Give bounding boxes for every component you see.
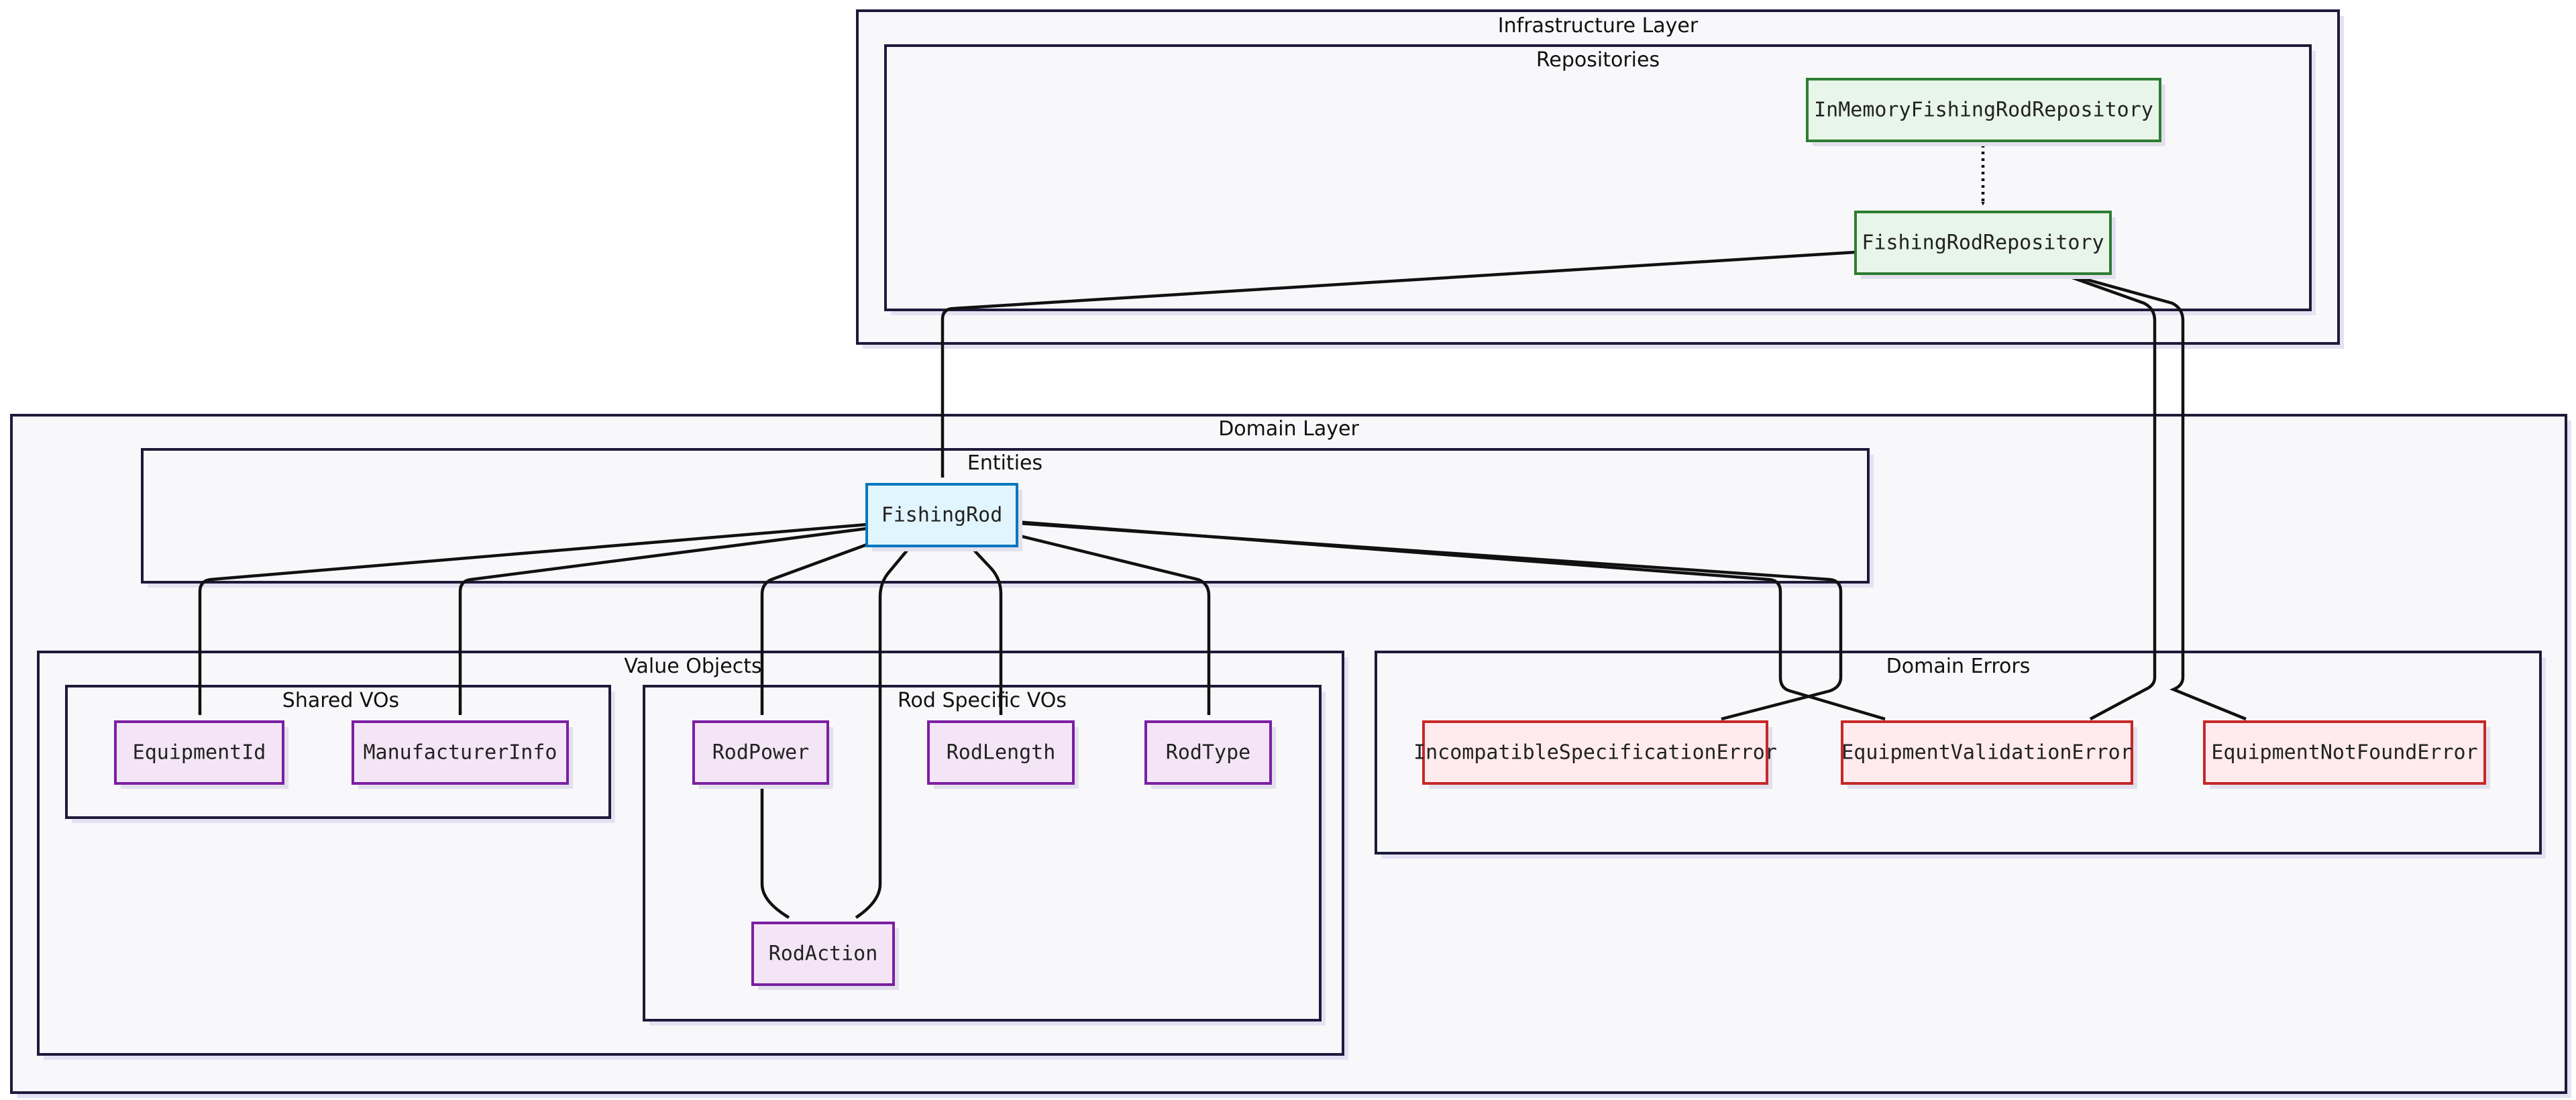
edge-repository-to-validation-error bbox=[2064, 273, 2157, 720]
cluster-label-domain: Domain Layer bbox=[1218, 417, 1359, 441]
node-equipment-validation-error[interactable]: EquipmentValidationError bbox=[1841, 720, 2137, 789]
cluster-label-infrastructure: Infrastructure Layer bbox=[1498, 14, 1699, 38]
edge-fishingrod-to-rodtype bbox=[1016, 533, 1211, 716]
node-label: RodAction bbox=[769, 942, 878, 966]
node-box-value-object bbox=[352, 720, 569, 785]
edge-fishingrod-to-rodaction bbox=[855, 546, 911, 919]
node-rod-action[interactable]: RodAction bbox=[751, 922, 899, 990]
node-rod-length[interactable]: RodLength bbox=[927, 720, 1079, 789]
node-box-value-object bbox=[927, 720, 1075, 785]
node-incompatible-specification-error[interactable]: IncompatibleSpecificationError bbox=[1413, 720, 1777, 789]
cluster-label-repositories: Repositories bbox=[1536, 48, 1660, 72]
node-label: EquipmentId bbox=[133, 741, 266, 765]
edge-fishingrod-to-rodlength bbox=[970, 546, 1003, 716]
node-label: RodPower bbox=[712, 741, 810, 765]
edge-repository-to-fishingrod bbox=[941, 250, 1856, 478]
node-equipment-not-found-error[interactable]: EquipmentNotFoundError bbox=[2203, 720, 2490, 789]
node-fishing-rod[interactable]: FishingRod bbox=[865, 483, 1022, 551]
node-label: RodLength bbox=[947, 741, 1056, 765]
edge-fishingrod-to-incompatible-error bbox=[1016, 521, 1843, 721]
node-box-value-object bbox=[692, 720, 829, 785]
cluster-label-value-objects: Value Objects bbox=[624, 655, 761, 678]
cluster-label-domain-errors: Domain Errors bbox=[1886, 655, 2031, 678]
cluster-label-shared-vos: Shared VOs bbox=[282, 689, 399, 712]
nodes: InMemoryFishingRodRepository FishingRodR… bbox=[114, 78, 2490, 990]
node-box-error bbox=[2203, 720, 2486, 785]
edge-repository-to-notfound-error bbox=[2070, 273, 2247, 721]
node-box-repository bbox=[1854, 211, 2112, 275]
node-label: FishingRod bbox=[881, 504, 1003, 527]
cluster-label-entities: Entities bbox=[967, 451, 1042, 475]
edge-fishingrod-to-manufacturerinfo bbox=[458, 527, 867, 716]
node-label: InMemoryFishingRodRepository bbox=[1814, 99, 2153, 122]
cluster-label-rod-specific-vos: Rod Specific VOs bbox=[898, 689, 1067, 712]
edge-rodpower-to-rodaction bbox=[760, 785, 790, 919]
node-manufacturer-info[interactable]: ManufacturerInfo bbox=[352, 720, 573, 789]
node-fishing-rod-repository[interactable]: FishingRodRepository bbox=[1854, 211, 2116, 279]
edges bbox=[198, 145, 2247, 919]
node-box-value-object bbox=[114, 720, 284, 785]
node-label: IncompatibleSpecificationError bbox=[1413, 741, 1777, 765]
node-box-entity bbox=[865, 483, 1018, 547]
edge-fishingrod-to-validation-error bbox=[1016, 520, 1886, 721]
node-box-value-object bbox=[1144, 720, 1272, 785]
node-box-repository bbox=[1806, 78, 2161, 142]
node-box-value-object bbox=[751, 922, 895, 986]
node-rod-type[interactable]: RodType bbox=[1144, 720, 1276, 789]
node-label: ManufacturerInfo bbox=[364, 741, 557, 765]
edge-fishingrod-to-equipmentid bbox=[198, 522, 867, 716]
node-rod-power[interactable]: RodPower bbox=[692, 720, 833, 789]
node-box-error bbox=[1841, 720, 2133, 785]
node-label: FishingRodRepository bbox=[1862, 231, 2104, 255]
node-label: EquipmentValidationError bbox=[1841, 741, 2132, 765]
node-equipment-id[interactable]: EquipmentId bbox=[114, 720, 288, 789]
node-box-error bbox=[1422, 720, 1768, 785]
node-label: RodType bbox=[1166, 741, 1250, 765]
edge-fishingrod-to-rodpower bbox=[760, 543, 867, 716]
node-label: EquipmentNotFoundError bbox=[2211, 741, 2477, 765]
node-inmemory-fishing-rod-repository[interactable]: InMemoryFishingRodRepository bbox=[1806, 78, 2165, 146]
